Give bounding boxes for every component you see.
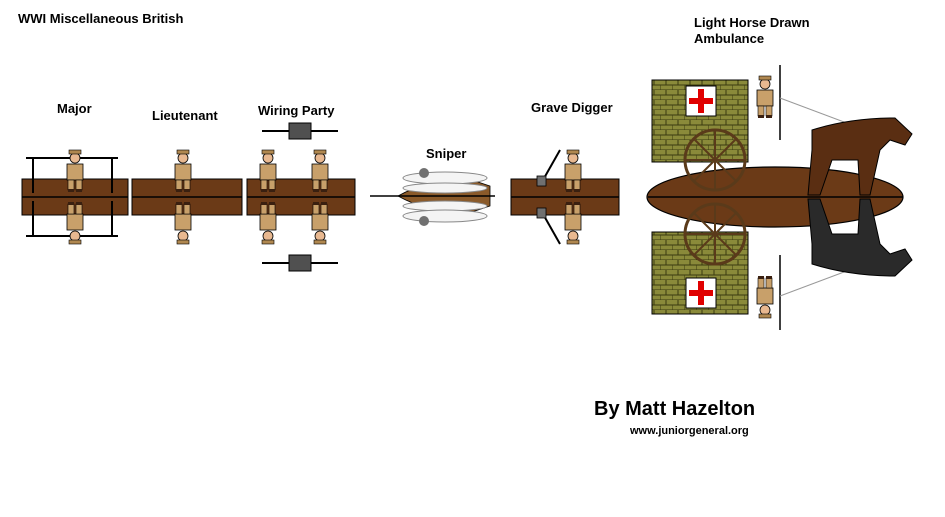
ambulance-label-line1: Light Horse Drawn [694, 15, 810, 30]
grave-digger-label: Grave Digger [531, 100, 613, 115]
website-credit: www.juniorgeneral.org [630, 425, 749, 437]
lieutenant-figure [131, 149, 243, 245]
sniper-figure [370, 168, 495, 226]
author-credit: By Matt Hazelton [594, 398, 756, 420]
sniper-label: Sniper [426, 146, 467, 161]
ambulance-figure [646, 65, 913, 330]
major-figure [21, 149, 129, 245]
grave-digger-figure [510, 149, 620, 245]
sheet-title: WWI Miscellaneous British [18, 11, 184, 26]
wiring-party-figure [246, 122, 356, 272]
ambulance-label-line2: Ambulance [694, 31, 765, 46]
ambulance-label: Light Horse Drawn Ambulance [694, 15, 810, 47]
major-label: Major [57, 101, 92, 116]
wiring-party-label: Wiring Party [258, 103, 335, 118]
lieutenant-label: Lieutenant [152, 108, 218, 123]
